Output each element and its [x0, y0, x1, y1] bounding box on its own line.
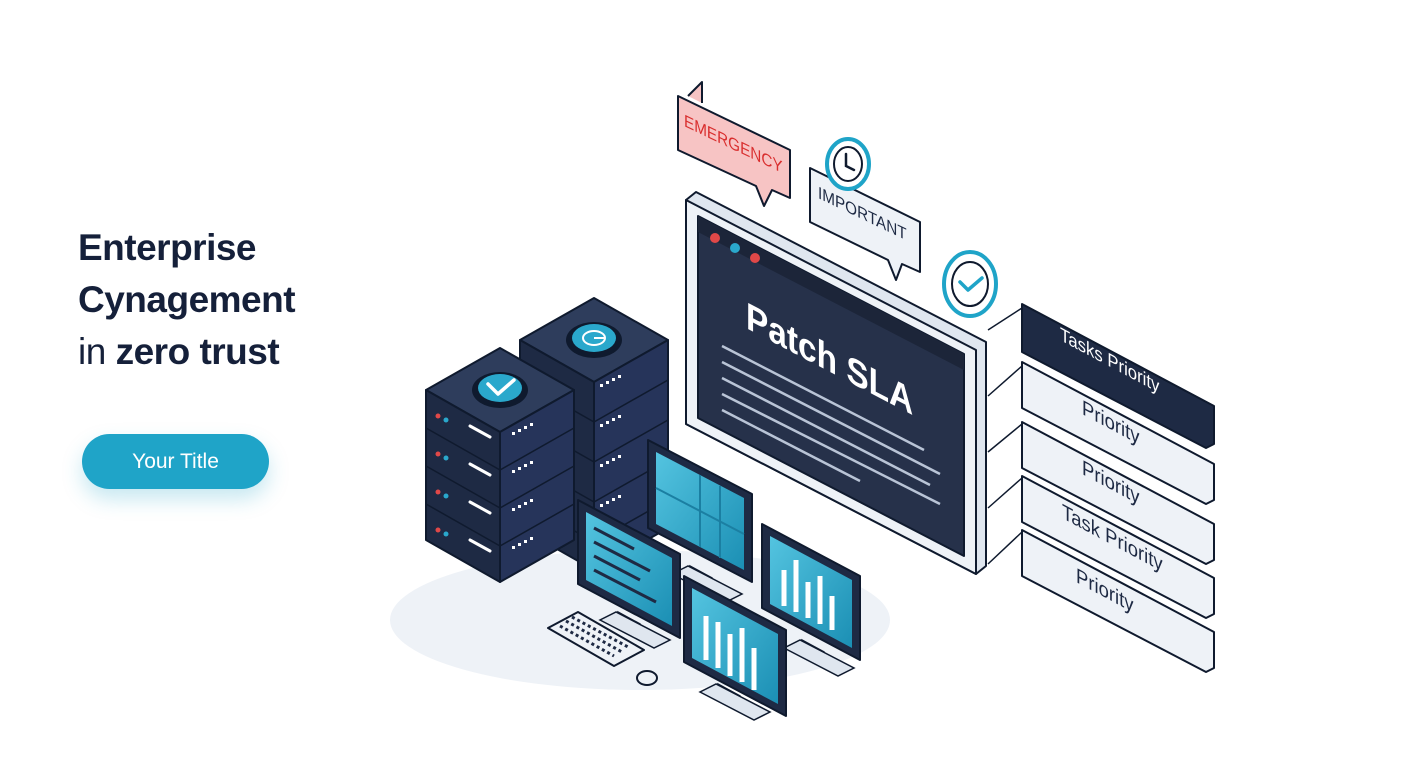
monitor-text: [577, 499, 681, 649]
keyboard-icon: [547, 611, 645, 667]
priority-list: Tasks Priority Priority Priority Task Pr…: [987, 303, 1215, 673]
your-title-button[interactable]: Your Title: [82, 434, 269, 489]
title-line-3: in zero trust: [78, 326, 295, 378]
window-min-dot: [730, 243, 740, 253]
list-item: Priority: [1021, 529, 1215, 673]
screen-text-lines: [721, 344, 941, 506]
monitor-bar-chart: [683, 575, 787, 721]
title-line-1: Enterprise: [78, 227, 257, 268]
mouse-icon: [636, 670, 658, 686]
checkmark-icon: [472, 372, 528, 408]
pie-chart-icon: [566, 322, 622, 358]
window-close-dot: [710, 233, 720, 243]
title-line-3-prefix: in: [78, 331, 106, 372]
list-connectors: [987, 307, 1023, 565]
emergency-tag: EMERGENCY: [677, 81, 791, 207]
patch-sla-window: Patch SLA: [685, 191, 987, 575]
page-title: Enterprise Cynagement in zero trust: [78, 222, 296, 378]
clock-icon: [825, 137, 871, 191]
monitor-bar-chart: [761, 523, 861, 677]
monitor-grid: [647, 439, 753, 603]
title-line-3-bold: zero trust: [115, 331, 280, 372]
check-circle-icon: [942, 250, 998, 318]
window-max-dot: [750, 253, 760, 263]
title-line-2: Cynagement: [78, 279, 296, 320]
